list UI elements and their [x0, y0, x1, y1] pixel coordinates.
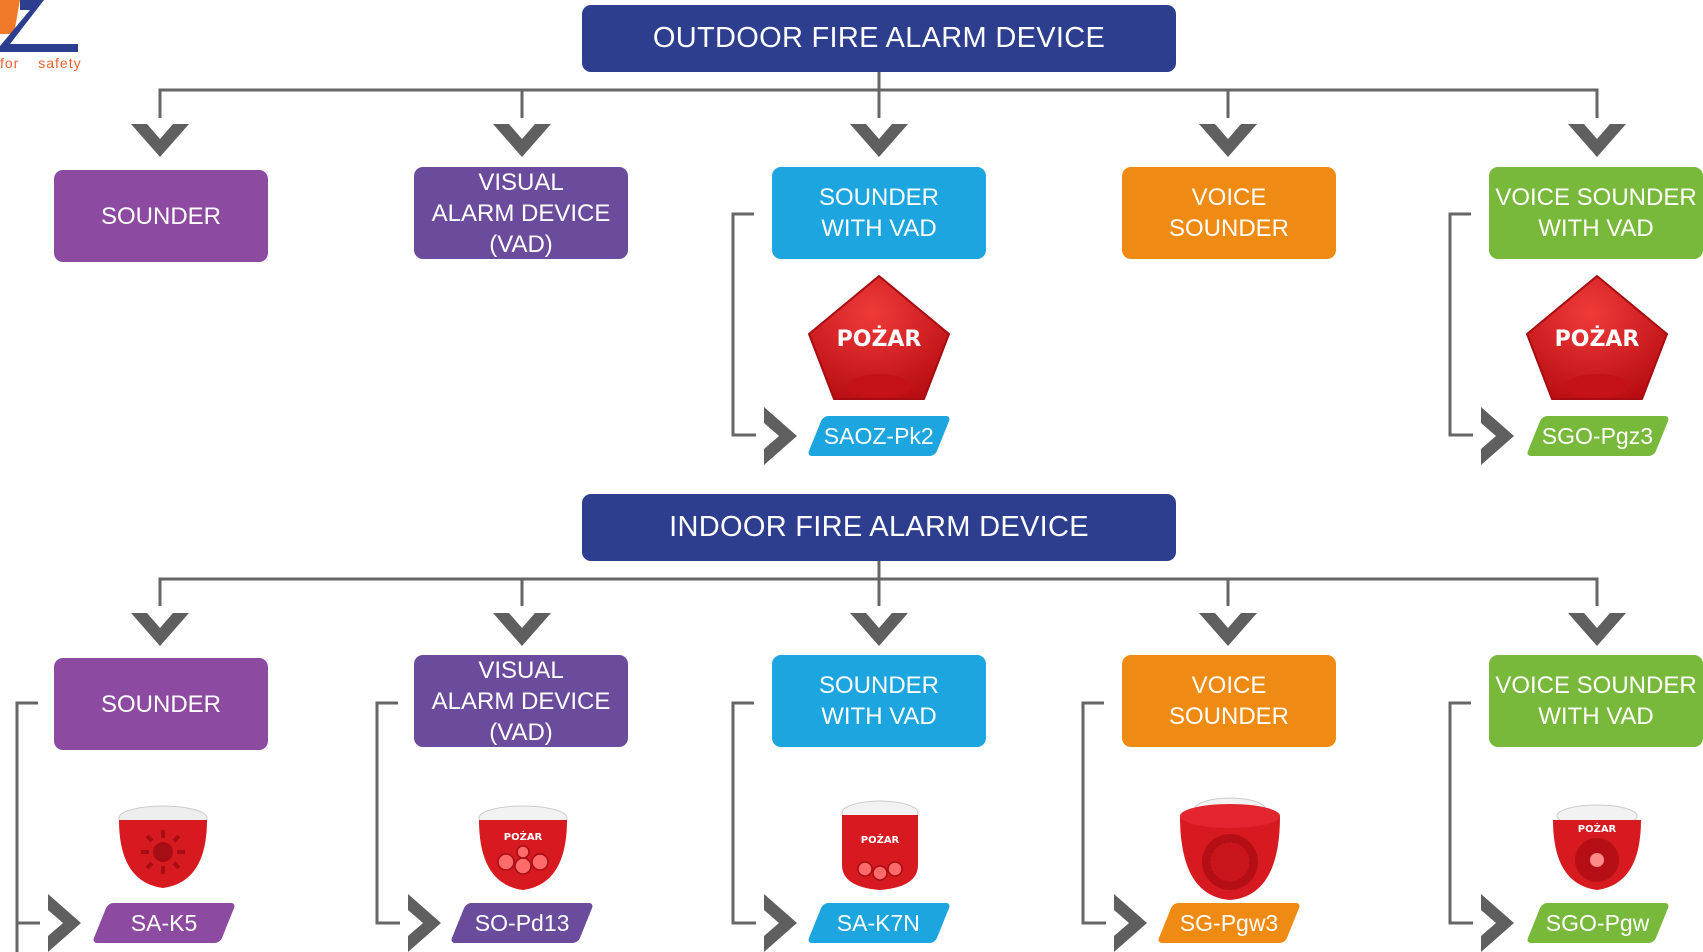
category-label: SOUNDER: [100, 202, 221, 230]
indoor-vad-box: VISUAL ALARM DEVICE (VAD): [414, 655, 628, 747]
category-label: SOUNDER: [100, 690, 221, 718]
model-label: SO-Pd13: [474, 909, 570, 936]
category-label: SOUNDER WITH VAD: [818, 184, 939, 242]
device-label: POŻAR: [1555, 326, 1640, 352]
outdoor-voice-sounder-with-vad-box: VOICE SOUNDER WITH VAD: [1489, 167, 1703, 259]
model-label: SA-K5: [130, 909, 198, 936]
model-tag-so-pd13: SO-Pd13: [449, 903, 595, 943]
indoor-voice-sounder-box: VOICE SOUNDER: [1122, 655, 1336, 747]
category-label: VISUAL ALARM DEVICE (VAD): [431, 168, 611, 258]
model-tag-sa-k5: SA-K5: [91, 903, 237, 943]
logo-tagline: for safety: [0, 55, 82, 71]
indoor-sounder-box: SOUNDER: [54, 658, 268, 750]
outdoor-title: OUTDOOR FIRE ALARM DEVICE: [582, 5, 1176, 72]
device-label: POŻAR: [861, 832, 900, 846]
model-label: SAOZ-Pk2: [824, 422, 934, 449]
indoor-vad-device-image: POŻAR: [478, 805, 568, 890]
indoor-voice-sounder-with-vad-box: VOICE SOUNDER WITH VAD: [1489, 655, 1703, 747]
category-label: SOUNDER WITH VAD: [818, 672, 939, 730]
model-tag-sa-k7n: SA-K7N: [806, 903, 952, 943]
device-label: POŻAR: [837, 326, 922, 352]
outdoor-voice-siren-device-image: POŻAR: [1526, 275, 1668, 400]
category-label: VOICE SOUNDER: [1168, 184, 1289, 242]
model-label: SGO-Pgw: [1546, 909, 1650, 936]
device-label: POŻAR: [504, 829, 543, 843]
category-label: VOICE SOUNDER: [1168, 672, 1289, 730]
model-tag-sgo-pgw: SGO-Pgw: [1525, 903, 1671, 943]
model-label: SA-K7N: [837, 909, 921, 936]
outdoor-vad-box: VISUAL ALARM DEVICE (VAD): [414, 167, 628, 259]
model-tag-sg-pgw3: SG-Pgw3: [1156, 903, 1302, 943]
category-label: VOICE SOUNDER WITH VAD: [1495, 184, 1697, 242]
indoor-sounder-device-image: [118, 805, 208, 888]
category-label: VISUAL ALARM DEVICE (VAD): [431, 656, 611, 746]
model-tag-saoz-pk2: SAOZ-Pk2: [806, 416, 952, 456]
model-label: SG-Pgw3: [1179, 909, 1279, 936]
indoor-title: INDOOR FIRE ALARM DEVICE: [582, 494, 1176, 561]
outdoor-sounder-with-vad-box: SOUNDER WITH VAD: [772, 167, 986, 259]
indoor-voice-sounder-vad-device-image: POŻAR: [1553, 804, 1641, 890]
device-label: POŻAR: [1578, 821, 1617, 835]
company-logo: for safety: [0, 0, 100, 80]
indoor-voice-sounder-device-image: [1180, 797, 1280, 900]
outdoor-voice-sounder-box: VOICE SOUNDER: [1122, 167, 1336, 259]
indoor-sounder-vad-device-image: POŻAR: [841, 800, 919, 890]
logo-mark-icon: [0, 0, 78, 52]
model-tag-sgo-pgz3: SGO-Pgz3: [1525, 416, 1671, 456]
outdoor-siren-device-image: POŻAR: [808, 275, 950, 400]
category-label: VOICE SOUNDER WITH VAD: [1495, 672, 1697, 730]
model-label: SGO-Pgz3: [1542, 422, 1654, 449]
outdoor-sounder-box: SOUNDER: [54, 170, 268, 262]
indoor-sounder-with-vad-box: SOUNDER WITH VAD: [772, 655, 986, 747]
